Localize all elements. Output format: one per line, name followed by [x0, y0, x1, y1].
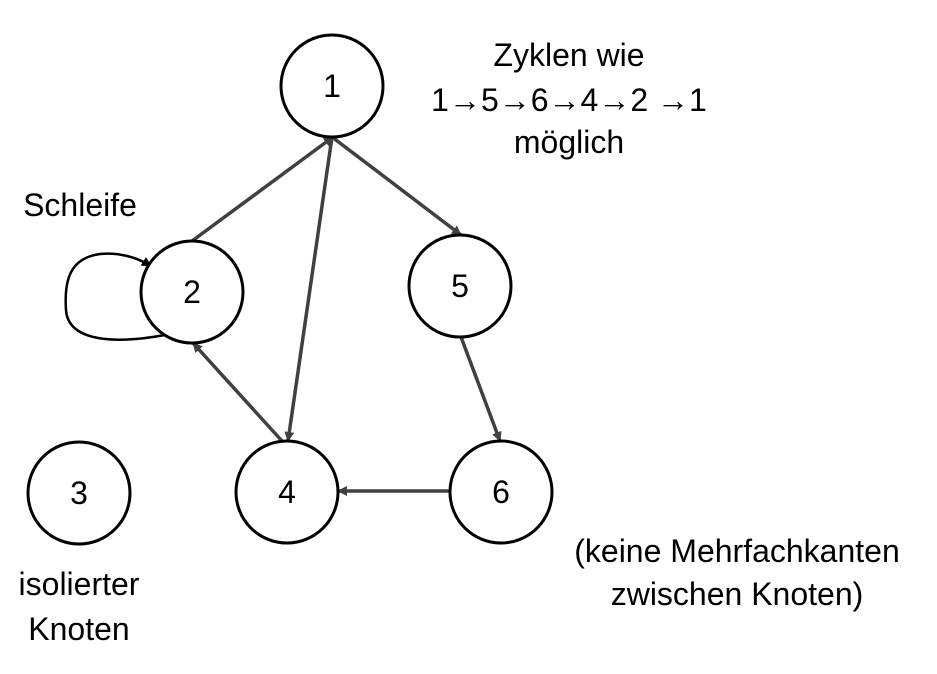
nodes-layer: 1 2 3 4 5 6 — [26, 33, 554, 546]
node-5: 5 — [407, 233, 513, 339]
edges-layer — [190, 135, 502, 496]
edge-5-to-6 — [459, 336, 502, 442]
node-circle-4 — [234, 439, 340, 545]
node-circle-5 — [407, 233, 513, 339]
node-circle-3 — [26, 440, 132, 546]
node-label-3: 3 — [70, 475, 88, 511]
multi-edge-annotation-line1: (keine Mehrfachkanten — [574, 533, 900, 569]
edge-1-to-5 — [330, 135, 463, 237]
cycle-annotation-line1: Zyklen wie — [493, 37, 644, 73]
node-circle-1 — [279, 33, 385, 139]
node-circle-6 — [448, 439, 554, 545]
node-label-1: 1 — [323, 68, 341, 104]
cycle-annotation-line2: 1→5→6→4→2 →1 — [431, 82, 707, 118]
node-1: 1 — [279, 33, 385, 139]
node-label-2: 2 — [183, 274, 201, 310]
node-label-5: 5 — [451, 268, 469, 304]
isolated-annotation-line2: Knoten — [28, 611, 129, 647]
isolated-annotation-line1: isolierter — [19, 566, 140, 602]
node-4: 4 — [234, 439, 340, 545]
node-circle-2 — [139, 239, 245, 345]
self-loop-edge-2 — [64, 252, 166, 341]
edge-4-to-2 — [191, 341, 284, 443]
node-2: 2 — [139, 239, 245, 345]
node-3: 3 — [26, 440, 132, 546]
node-label-4: 4 — [278, 474, 296, 510]
multi-edge-annotation-line2: zwischen Knoten) — [611, 576, 864, 612]
node-6: 6 — [448, 439, 554, 545]
cycle-annotation-line3: möglich — [514, 124, 624, 160]
edge-2-to-1 — [190, 135, 335, 243]
edge-1-to-4 — [284, 136, 334, 442]
loop-annotation: Schleife — [23, 187, 137, 223]
node-label-6: 6 — [492, 474, 510, 510]
